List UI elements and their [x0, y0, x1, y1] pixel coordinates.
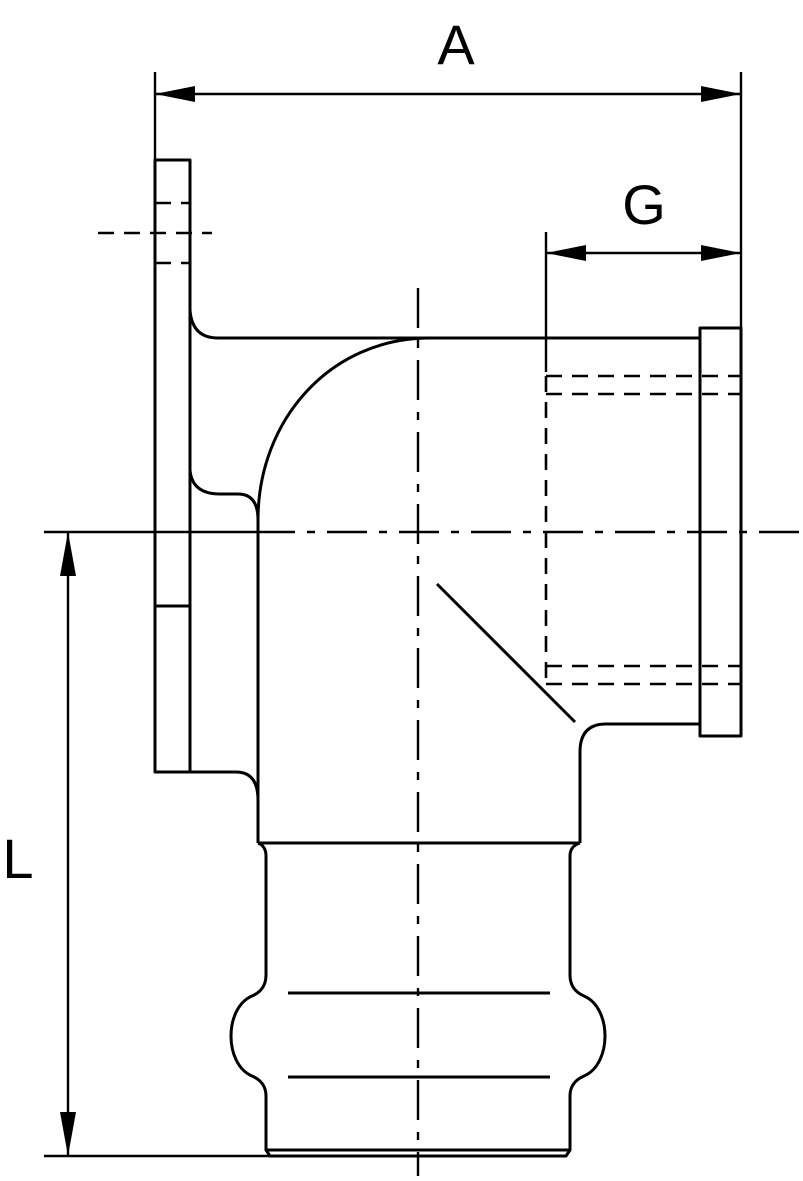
body-web-outline: [188, 469, 260, 843]
socket-right-outline: [568, 841, 607, 1150]
dimension-l-arrow-top: [60, 532, 76, 576]
press-socket: [229, 841, 607, 1158]
elbow-body: [188, 309, 700, 845]
body-right-outline: [578, 722, 700, 843]
dimension-g-label: G: [622, 173, 666, 236]
dimension-l-arrow-bottom: [60, 1112, 76, 1156]
mounting-flange: [153, 158, 192, 774]
dimension-g: G: [544, 173, 741, 372]
dimension-l-label: L: [2, 827, 33, 890]
elbow-bend-arc: [256, 336, 431, 521]
dimension-a-arrow-right: [701, 86, 741, 102]
dimension-a: A: [153, 13, 743, 328]
dimension-g-arrow-right: [701, 245, 741, 261]
socket-end-face: [264, 1148, 572, 1158]
flange-plate: [153, 158, 192, 774]
outlet-boss: [698, 326, 743, 738]
socket-left-outline: [229, 841, 268, 1150]
threaded-outlet: [544, 326, 743, 738]
dimension-a-label: A: [437, 13, 475, 76]
dimension-g-arrow-left: [546, 245, 586, 261]
dimension-a-arrow-left: [155, 86, 195, 102]
dimension-l: L: [2, 532, 270, 1158]
bore-intersection-line: [435, 582, 577, 724]
body-lower-fillet: [190, 770, 260, 801]
body-top-outline: [188, 309, 700, 340]
